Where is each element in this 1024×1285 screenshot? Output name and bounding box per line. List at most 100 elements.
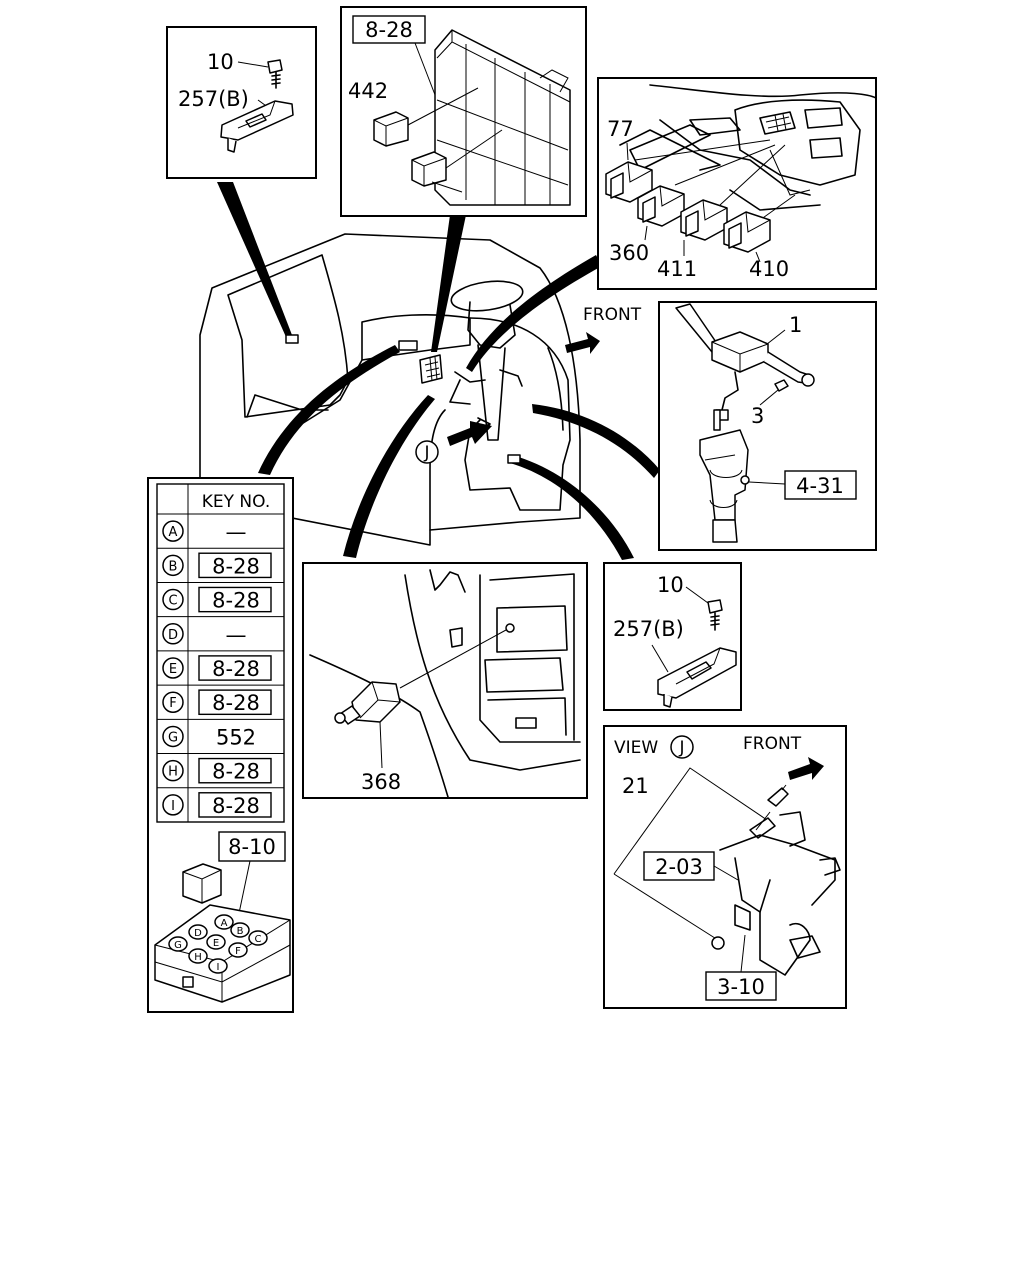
- key-letter: I: [171, 799, 175, 814]
- view-marker-circle: [415, 440, 439, 464]
- callout-77: 77: [607, 117, 634, 141]
- key-row-d: D—: [157, 616, 284, 647]
- key-row-i: I 8-28: [157, 787, 284, 818]
- ref-8-28-top-label: 8-28: [365, 18, 413, 42]
- wedge-top-center: [431, 215, 466, 352]
- key-value: —: [226, 623, 247, 647]
- relay-key-b: B: [230, 922, 250, 938]
- callout-368: 368: [361, 770, 401, 794]
- callout-10-right: 10: [657, 573, 684, 597]
- callout-257b-right: 257(B): [613, 617, 684, 641]
- key-letter: C: [168, 594, 177, 609]
- key-value: 8-28: [212, 691, 260, 715]
- relay-block-keys: ABC DE F G H I: [168, 914, 268, 974]
- screw-icon: [271, 71, 281, 89]
- front-indicator: FRONT: [565, 305, 642, 354]
- relay-442-icon: [373, 111, 409, 147]
- key-ref-box: [198, 757, 272, 784]
- relay-454-icon: [411, 151, 447, 187]
- callout-411: 411: [657, 257, 697, 281]
- inset-center: 368: [302, 562, 588, 799]
- svg-text:C: C: [255, 934, 262, 945]
- wedge-top-right: [466, 255, 602, 372]
- key-value: 8-28: [212, 554, 260, 578]
- svg-text:G: G: [174, 940, 182, 951]
- key-letter: H: [168, 765, 178, 780]
- key-ref-box: [198, 586, 272, 613]
- svg-text:H: H: [194, 952, 202, 963]
- inset-mid-right: 1 3 4-31: [658, 301, 877, 551]
- callout-1: 1: [789, 313, 802, 337]
- callout-442: 442: [348, 79, 388, 103]
- ref-box-4-31: [784, 470, 857, 500]
- relay-key-g: G: [168, 936, 188, 952]
- wedge-bottom-right: [510, 455, 634, 560]
- nut-icon: [711, 936, 725, 950]
- ref-4-31-label: 4-31: [796, 474, 844, 498]
- key-value: —: [226, 520, 247, 544]
- relay-key-e: E: [206, 934, 226, 950]
- key-letter: B: [169, 559, 178, 574]
- front-label: FRONT: [583, 305, 642, 325]
- wedge-key-table: [258, 345, 400, 475]
- key-row-a: A—: [162, 520, 247, 544]
- key-letter-circle: [162, 623, 184, 645]
- key-value: 8-28: [212, 760, 260, 784]
- key-letter-circle: [162, 794, 184, 816]
- inset-view-j: VIEW J FRONT 21 2-03 3-10: [603, 725, 847, 1009]
- svg-text:F: F: [235, 946, 241, 957]
- key-letter-circle: [162, 759, 184, 782]
- callout-21: 21: [622, 774, 649, 798]
- key-letter-circle: [162, 691, 184, 713]
- view-letter-circle: [670, 735, 694, 759]
- view-letter: J: [678, 738, 684, 758]
- svg-text:B: B: [237, 926, 244, 937]
- ref-3-10-label: 3-10: [717, 975, 765, 999]
- wedge-center: [343, 395, 435, 558]
- relay-key-c: C: [248, 930, 268, 946]
- steering-column-icon: [699, 429, 749, 521]
- view-marker-label: J: [423, 443, 429, 463]
- view-label: VIEW: [614, 738, 658, 758]
- wedge-top-left: [217, 182, 292, 337]
- key-ref-box: [198, 689, 272, 716]
- key-letter-circle: [162, 725, 184, 748]
- key-value: 8-28: [212, 794, 260, 818]
- key-row-h: H 8-28: [157, 753, 284, 784]
- callout-10-top: 10: [207, 50, 234, 74]
- key-row-b: B 8-28: [157, 547, 284, 578]
- key-ref-box: [198, 655, 272, 681]
- key-letter: F: [169, 696, 176, 711]
- relay-key-f: F: [228, 942, 248, 958]
- inset-top-right: 77 360 411 410: [597, 77, 877, 290]
- front-view-label: FRONT: [743, 734, 802, 754]
- key-letter: D: [168, 628, 178, 643]
- key-letter-circle: [162, 520, 184, 542]
- inset-bottom-right: 10 257(B): [603, 562, 742, 711]
- key-letter: A: [169, 525, 178, 540]
- callout-410: 410: [749, 257, 789, 281]
- key-value: 8-28: [212, 657, 260, 681]
- front-view-arrow-icon: [788, 757, 824, 780]
- svg-text:A: A: [221, 918, 228, 929]
- ref-box-2-03: [643, 851, 715, 881]
- ref-box-8-28-top: [352, 15, 426, 44]
- relay-key-d: D: [188, 924, 208, 940]
- callout-3: 3: [751, 404, 764, 428]
- svg-text:E: E: [213, 938, 219, 949]
- cab-body: J: [199, 233, 581, 546]
- key-letter-circle: [162, 554, 184, 577]
- key-letter: E: [169, 662, 177, 677]
- screw-icon-right: [710, 612, 720, 631]
- ref-2-03-label: 2-03: [655, 855, 703, 879]
- ref-8-10-label: 8-10: [228, 835, 276, 859]
- key-row-e: E 8-28: [157, 650, 284, 681]
- key-letter: G: [168, 730, 178, 745]
- wedge-mid-right: [532, 404, 660, 478]
- ref-box-8-10: [218, 831, 286, 862]
- svg-text:I: I: [217, 962, 220, 973]
